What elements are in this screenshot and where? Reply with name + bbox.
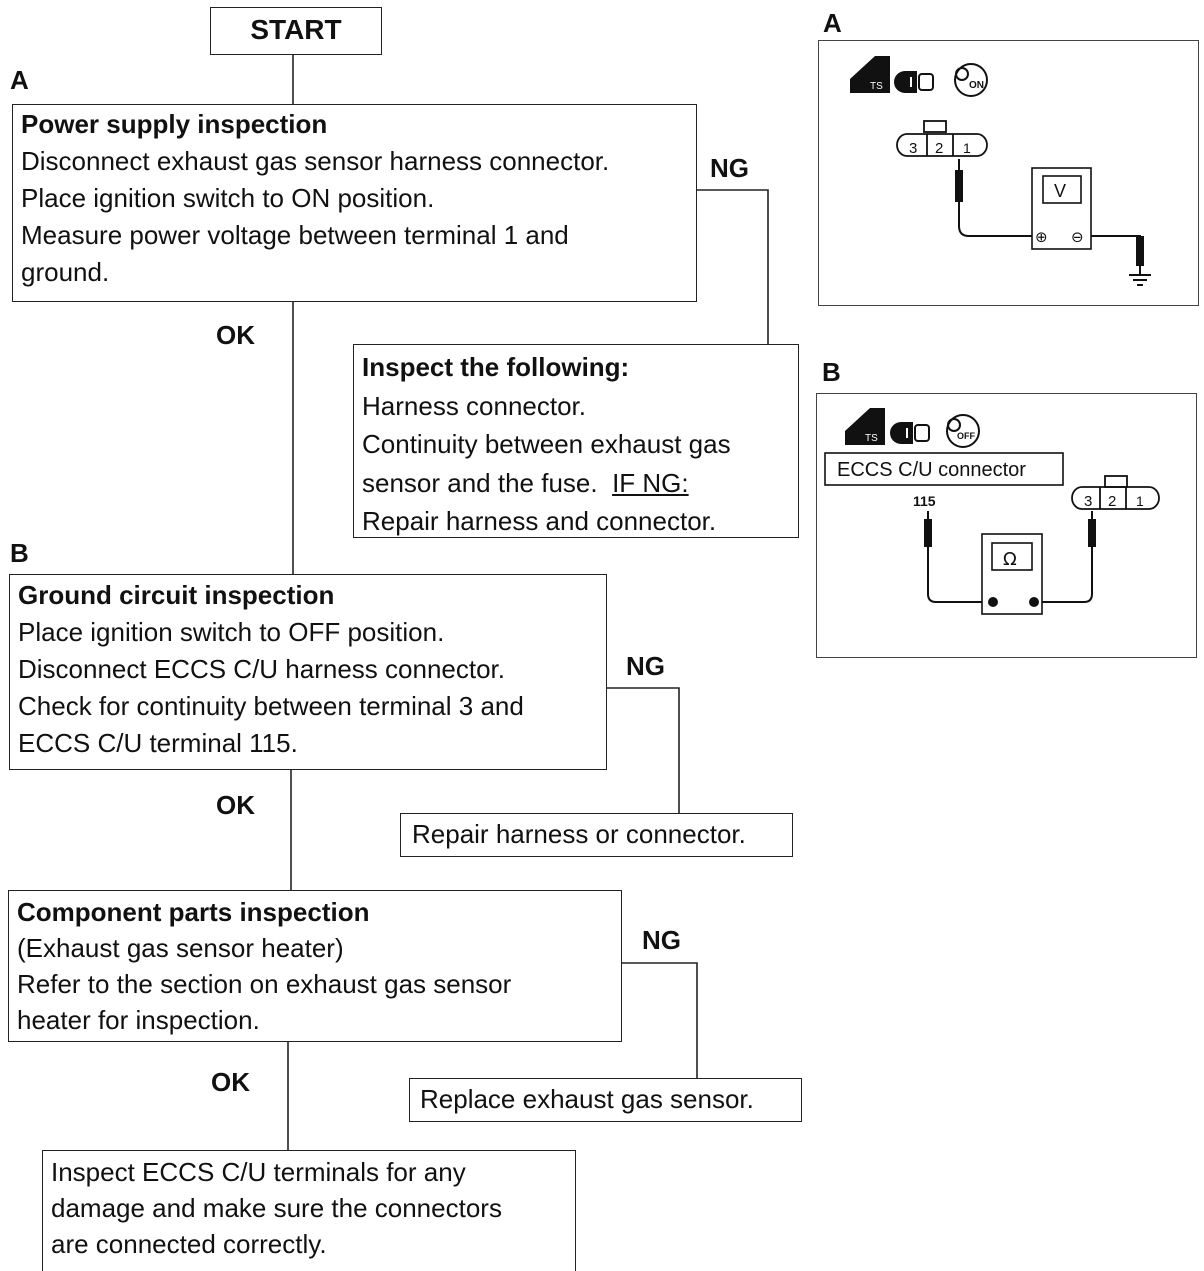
voltage-measurement-diagram: TS ON 3 2 1 [850, 56, 1151, 286]
terminal-3: 3 [1084, 493, 1092, 510]
power-supply-line: Disconnect exhaust gas sensor harness co… [21, 146, 610, 176]
ground-circuit-line: Check for continuity between terminal 3 … [18, 691, 524, 721]
terminal-3: 3 [909, 140, 917, 157]
terminal-2: 2 [1108, 493, 1116, 510]
ground-circuit-line: Place ignition switch to OFF position. [18, 617, 445, 647]
ts-text: TS [865, 433, 878, 444]
voltmeter [1031, 167, 1092, 250]
component-parts-step: Component parts inspection (Exhaust gas … [8, 890, 622, 1042]
ok-label-3: OK [211, 1067, 250, 1097]
repair-harness-box: Repair harness or connector. [400, 813, 793, 857]
inspect-following-line: Continuity between exhaust gas [362, 429, 731, 459]
start-label: START [250, 14, 342, 45]
inspect-following-box: Inspect the following: Harness connector… [353, 344, 799, 538]
ng-label-3: NG [642, 925, 681, 955]
ignition-key-icon: ON [954, 63, 988, 97]
replace-sensor-box: Replace exhaust gas sensor. [409, 1078, 802, 1122]
ignition-key-icon: OFF [946, 414, 980, 448]
diagram-a-label: A [823, 8, 842, 38]
ignition-on-text: ON [969, 80, 984, 91]
ohmmeter-unit: Ω [1003, 549, 1017, 570]
inspect-following-line: Repair harness and connector. [362, 506, 717, 536]
connector-plug-icon [890, 422, 930, 444]
minus-terminal: ⊖ [1071, 228, 1084, 246]
inspect-following-line: sensor and the fuse. [362, 467, 598, 498]
final-inspection-line: are connected correctly. [51, 1229, 327, 1259]
ground-circuit-title: Ground circuit inspection [18, 580, 335, 610]
test-mode-icon: TS [845, 408, 885, 445]
label-b: B [10, 538, 29, 568]
ng-label-1: NG [710, 153, 749, 183]
diagram-b-panel: TS OFF ECCS C/U connector 115 3 2 1 [816, 393, 1197, 658]
ground-circuit-line: ECCS C/U terminal 115. [18, 728, 298, 758]
plus-terminal: ⊕ [1035, 228, 1048, 246]
component-parts-line: heater for inspection. [17, 1005, 260, 1035]
terminal-2: 2 [935, 140, 943, 157]
ok-label-2: OK [216, 790, 255, 820]
final-inspection-box: Inspect ECCS C/U terminals for any damag… [42, 1150, 576, 1271]
power-supply-line: ground. [21, 257, 110, 287]
ok-label-1: OK [216, 320, 255, 350]
test-mode-icon: TS [850, 56, 890, 93]
connector-plug-icon [894, 71, 934, 93]
final-inspection-line: Inspect ECCS C/U terminals for any [51, 1157, 466, 1187]
continuity-measurement-diagram: TS OFF ECCS C/U connector 115 3 2 1 [824, 408, 1160, 615]
pin-115-label: 115 [913, 493, 936, 509]
terminal-1: 1 [1136, 493, 1144, 509]
replace-sensor-text: Replace exhaust gas sensor. [420, 1084, 754, 1114]
final-inspection-line: damage and make sure the connectors [51, 1193, 502, 1223]
if-ng-label: IF NG: [612, 467, 689, 498]
label-a: A [10, 65, 29, 95]
diagram-a-panel: TS ON 3 2 1 [818, 40, 1199, 306]
power-supply-title: Power supply inspection [21, 109, 328, 139]
ts-text: TS [870, 81, 883, 92]
repair-harness-text: Repair harness or connector. [412, 819, 746, 849]
sensor-connector [1071, 475, 1160, 510]
inspect-following-line: Harness connector. [362, 390, 587, 421]
component-parts-title: Component parts inspection [17, 897, 370, 927]
ground-circuit-step: Ground circuit inspection Place ignition… [9, 574, 607, 770]
inspect-following-title: Inspect the following: [362, 352, 630, 382]
eccs-connector-label: ECCS C/U connector [837, 459, 1026, 481]
power-supply-line: Measure power voltage between terminal 1… [21, 220, 569, 250]
terminal-1: 1 [963, 140, 971, 156]
ground-circuit-line: Disconnect ECCS C/U harness connector. [18, 654, 505, 684]
start-box: START [210, 7, 382, 55]
power-supply-line: Place ignition switch to ON position. [21, 183, 435, 213]
component-parts-line: (Exhaust gas sensor heater) [17, 933, 344, 963]
voltmeter-unit: V [1054, 181, 1066, 201]
ng-label-2: NG [626, 651, 665, 681]
diagram-b-label: B [822, 357, 841, 387]
sensor-connector [896, 120, 988, 157]
component-parts-line: Refer to the section on exhaust gas sens… [17, 969, 512, 999]
power-supply-step: Power supply inspection Disconnect exhau… [12, 104, 697, 302]
ignition-off-text: OFF [957, 431, 975, 441]
